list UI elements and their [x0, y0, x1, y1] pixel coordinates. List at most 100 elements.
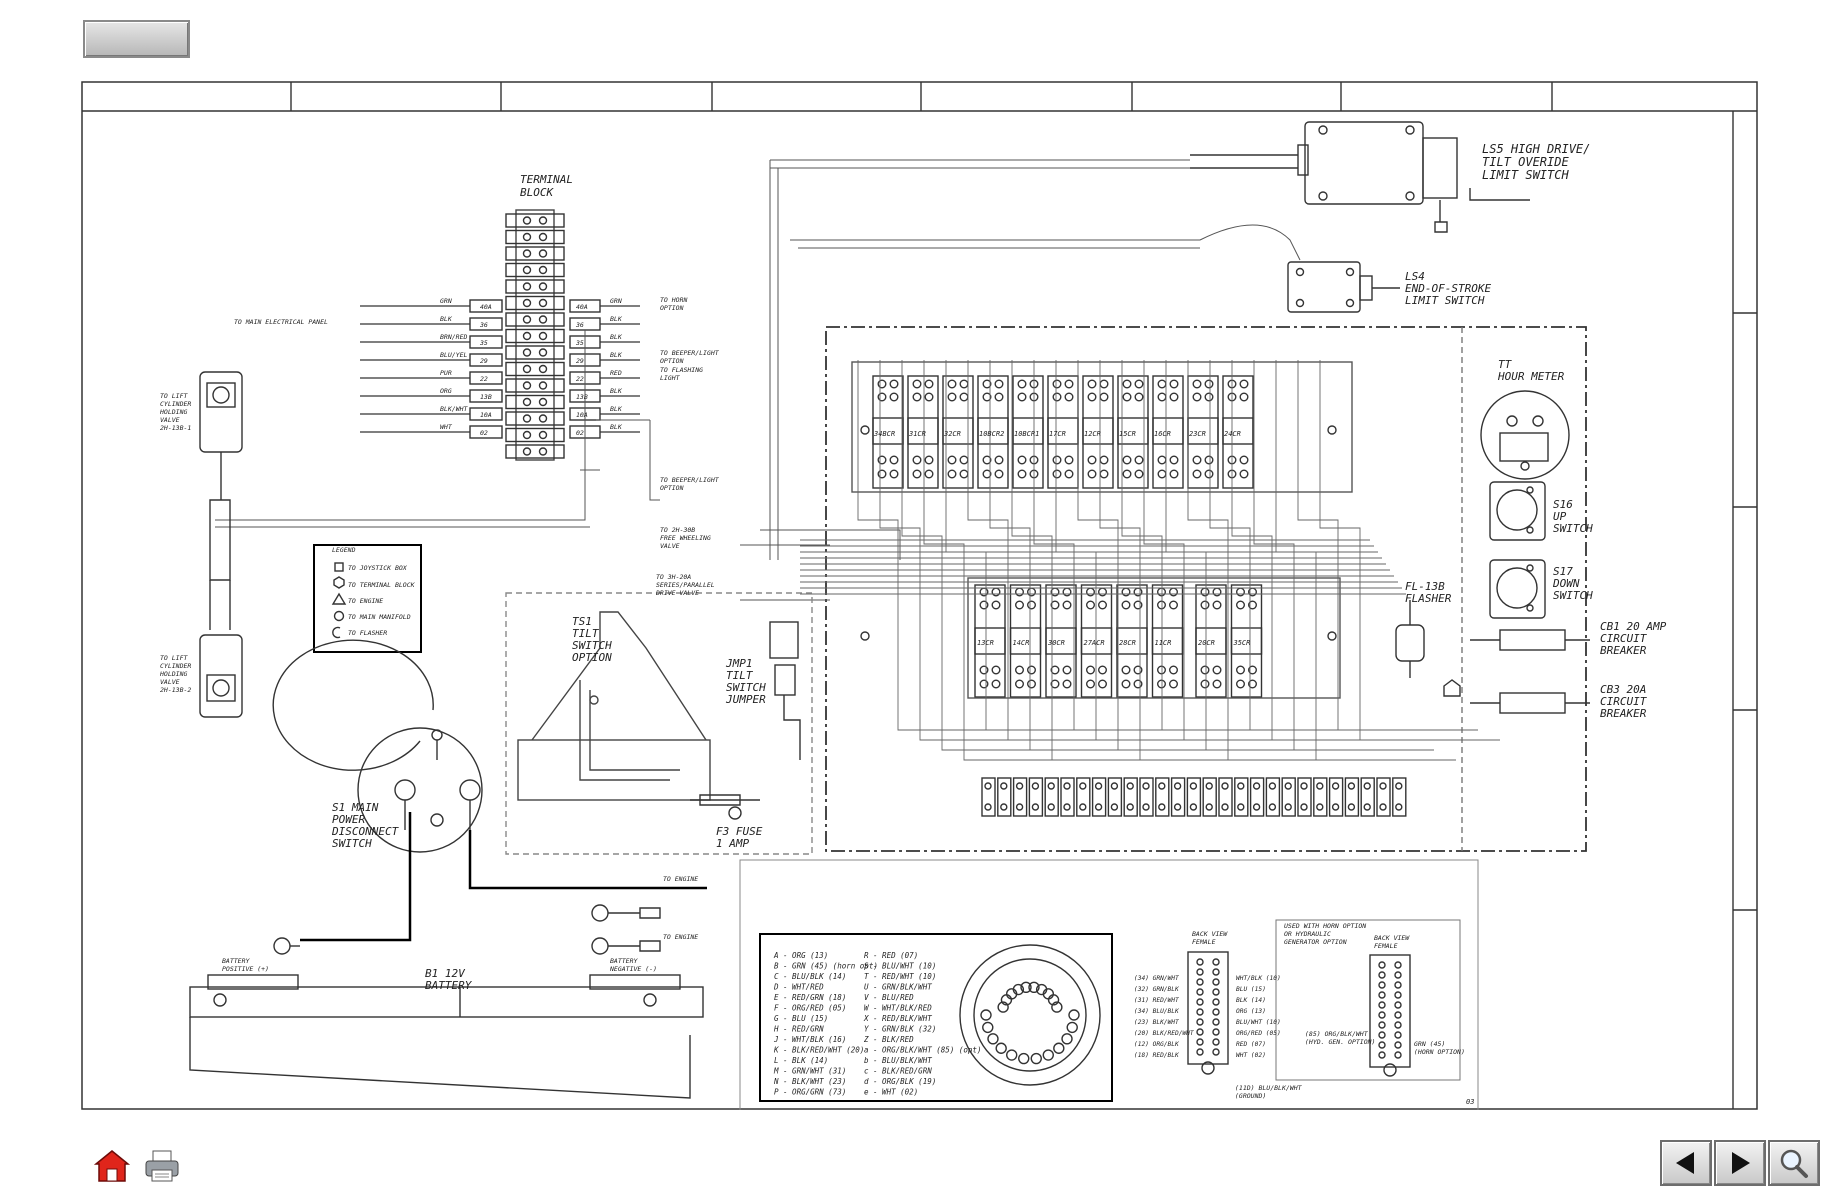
strip-terminal: [981, 777, 996, 817]
s16-label-3: SWITCH: [1553, 522, 1593, 535]
magnifier-icon: [1780, 1149, 1808, 1178]
wire-color: BLK: [610, 351, 623, 359]
back-view-label-2: BACK VIEW: [1374, 934, 1410, 942]
relay-label: 15CR: [1119, 430, 1136, 438]
svg-text:CYLINDER: CYLINDER: [160, 400, 191, 408]
jmp1-label: JMP1: [725, 657, 753, 670]
plug-wire: BLU/WHT (10): [1236, 1019, 1281, 1026]
pin-entry: Y - GRN/BLK (32): [864, 1025, 936, 1034]
battery-positive-label-2: POSITIVE (+): [222, 965, 269, 973]
wire-color: GRN: [440, 297, 452, 305]
plug-wire: RED (07): [1236, 1041, 1266, 1048]
plug-wire: (23) BLK/WHT: [1134, 1019, 1180, 1026]
ls4-label-3: LIMIT SWITCH: [1405, 294, 1485, 307]
cb1-circuit-breaker: [1470, 629, 1590, 651]
lift-valve-1: [199, 371, 243, 581]
strip-terminal: [1313, 777, 1328, 817]
legend-title: LEGEND: [332, 546, 356, 554]
battery-negative-label: BATTERY: [610, 957, 638, 965]
svg-text:BLOCK: BLOCK: [520, 186, 554, 199]
strip-terminal: [997, 777, 1012, 817]
toolbar-button[interactable]: [83, 20, 190, 58]
back-button[interactable]: [1660, 1140, 1712, 1186]
pin-entry: U - GRN/BLK/WHT: [864, 983, 932, 992]
forward-button[interactable]: [1714, 1140, 1766, 1186]
svg-text:VALVE: VALVE: [660, 542, 680, 550]
terminal-block-row: [505, 246, 565, 261]
relay-label: 12CR: [1084, 430, 1101, 438]
plug-wire: WHT (02): [1236, 1052, 1266, 1059]
pin-entry: W - WHT/BLK/RED: [864, 1004, 932, 1013]
strip-terminal: [1139, 777, 1154, 817]
home-icon: [93, 1150, 131, 1182]
pin-entry: G - BLU (15): [774, 1014, 828, 1023]
hyd-gen-label: (85) ORG/BLK/WHT: [1305, 1030, 1369, 1038]
plug-wire: WHT/BLK (10): [1236, 975, 1281, 982]
home-button[interactable]: [92, 1148, 132, 1184]
relay-label: 30CR: [1047, 639, 1065, 647]
pin-entry: L - BLK (14): [774, 1056, 828, 1065]
ls4-label: LS4: [1405, 270, 1425, 283]
wire-color: PUR: [440, 369, 452, 377]
terminal-block-row: [505, 262, 565, 278]
svg-text:GENERATOR OPTION: GENERATOR OPTION: [1284, 938, 1347, 946]
terminal-block-row: [505, 394, 565, 410]
pin-entry: a - ORG/BLK/WHT (85) (opt): [864, 1046, 981, 1055]
relay-label: 34BCR: [873, 430, 895, 438]
svg-text:VALVE: VALVE: [160, 416, 180, 424]
s1-main-disconnect-switch: [272, 639, 483, 853]
plug-wire: (18) RED/BLK: [1134, 1052, 1180, 1059]
strip-terminal: [1091, 777, 1107, 817]
strip-terminal: [1060, 777, 1075, 817]
jmp1-label-4: JUMPER: [725, 693, 766, 706]
lift-valve-2: [199, 580, 243, 718]
pin-entry: S - BLU/WHT (10): [864, 962, 936, 971]
plug-wire: (12) ORG/BLK: [1134, 1041, 1180, 1048]
pin-entry: J - WHT/BLK (16): [773, 1035, 846, 1044]
pin-entry: X - RED/BLK/WHT: [863, 1014, 932, 1023]
terminal-number: 29: [480, 357, 488, 365]
relay-label: 17CR: [1049, 430, 1066, 438]
cb1-label: CB1 20 AMP: [1600, 620, 1667, 633]
strip-terminal: [1186, 777, 1202, 817]
svg-text:FREE WHEELING: FREE WHEELING: [660, 534, 711, 542]
beeper-flash-label-4: LIGHT: [660, 374, 681, 382]
relay-label: 28CR: [1119, 639, 1136, 647]
svg-text:OR HYDRAULIC: OR HYDRAULIC: [1284, 930, 1331, 938]
arrow-left-icon: [1676, 1152, 1694, 1174]
terminal-number: 22: [480, 375, 488, 383]
hour-meter: [1480, 390, 1570, 480]
pin-entry: V - BLU/RED: [864, 993, 914, 1002]
beeper-label: TO BEEPER/LIGHT: [660, 476, 720, 484]
main-panel-label: TO MAIN ELECTRICAL PANEL: [234, 318, 328, 326]
horn-label: TO HORN: [660, 296, 687, 304]
cb3-label-2: CIRCUIT: [1600, 695, 1648, 708]
svg-text:HOLDING: HOLDING: [159, 408, 187, 416]
svg-text:2H-13B-2: 2H-13B-2: [160, 686, 191, 694]
beeper-flash-label-2: OPTION: [660, 357, 684, 365]
strip-terminal: [1376, 777, 1391, 817]
s17-label-3: SWITCH: [1553, 589, 1593, 602]
cb1-label-3: BREAKER: [1600, 644, 1647, 657]
pin-entry: F - ORG/RED (05): [774, 1004, 846, 1013]
zoom-button[interactable]: [1768, 1140, 1820, 1186]
s17-label: S17: [1553, 565, 1573, 578]
pin-entry: b - BLU/BLK/WHT: [864, 1056, 932, 1065]
strip-terminal: [1328, 777, 1344, 817]
b1-battery: [189, 974, 704, 1099]
legend-item: TO JOYSTICK BOX: [348, 564, 408, 572]
cb1-label-2: CIRCUIT: [1600, 632, 1648, 645]
print-button[interactable]: [142, 1148, 182, 1184]
plug-wire: ORG/RED (05): [1236, 1030, 1281, 1037]
legend-item: TO TERMINAL BLOCK: [348, 581, 416, 589]
ts1-label-3: SWITCH: [572, 639, 612, 652]
cb3-label-3: BREAKER: [1600, 707, 1647, 720]
terminal-block-row: [505, 279, 565, 294]
pin-entry: N - BLK/WHT (23): [773, 1077, 846, 1086]
wire-color: BLK: [440, 315, 453, 323]
battery-negative-label-2: NEGATIVE (-): [609, 965, 657, 973]
ts1-label-2: TILT: [572, 627, 600, 640]
wire-color: RED: [610, 369, 622, 377]
svg-text:VALVE: VALVE: [160, 678, 180, 686]
strip-terminal: [1123, 777, 1138, 817]
